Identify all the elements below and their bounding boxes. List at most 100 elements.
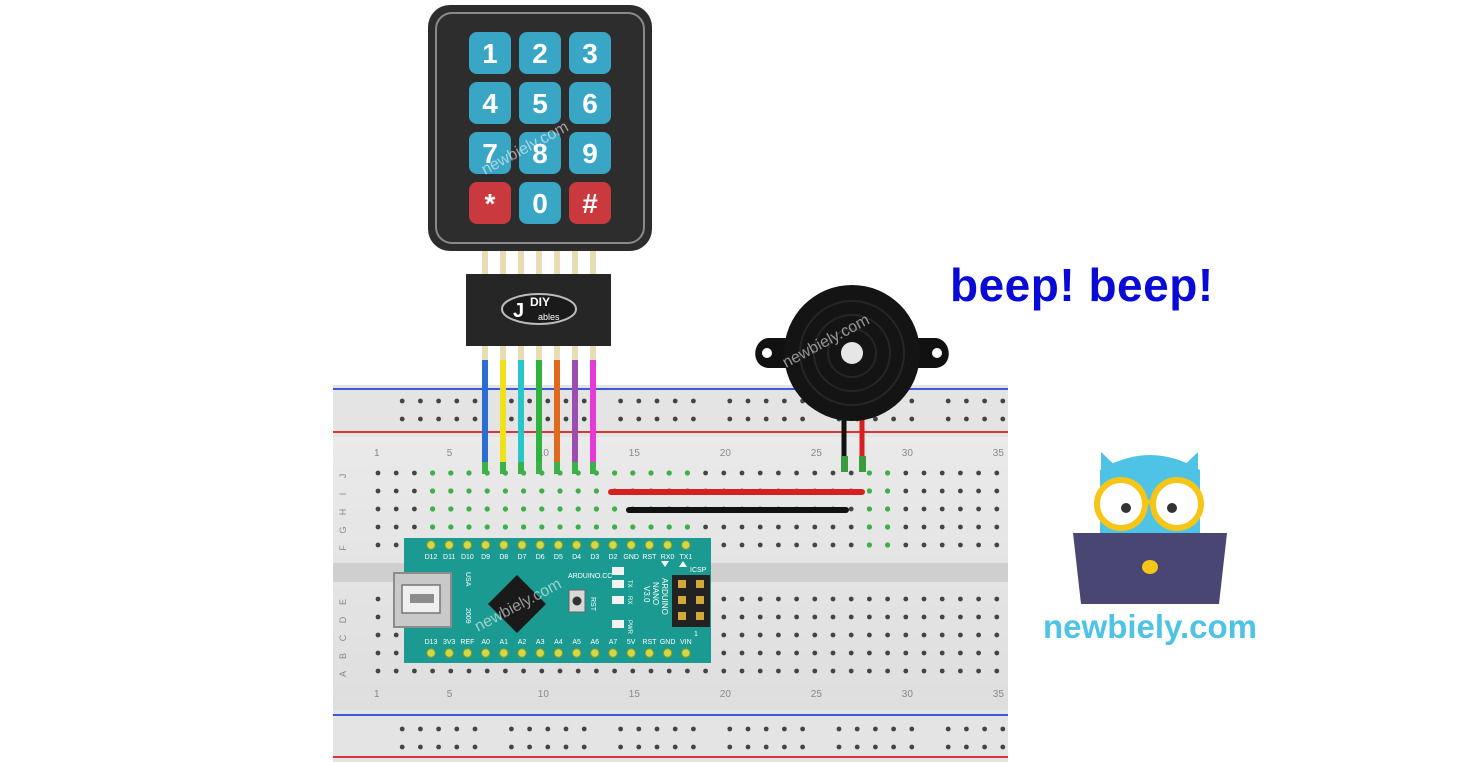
active-hole (885, 542, 891, 548)
key-star[interactable] (469, 182, 511, 224)
breadboard-hole (976, 614, 981, 620)
rail-hole (782, 726, 787, 732)
wire-pin (518, 462, 524, 474)
breadboard-hole (703, 668, 708, 674)
breadboard-hole (958, 596, 963, 602)
breadboard-hole (921, 614, 927, 620)
icsp-header-body (672, 575, 710, 627)
active-hole (885, 470, 891, 476)
pin-label-top: D2 (609, 554, 618, 561)
reset-button-cap[interactable] (572, 596, 582, 606)
key-8[interactable] (519, 132, 561, 174)
key-label: 2 (532, 38, 548, 69)
key-4[interactable] (469, 82, 511, 124)
owl-eye-right (1167, 503, 1177, 513)
rail-hole (509, 726, 514, 732)
rail-hole (691, 726, 696, 732)
breadboard-hole (903, 488, 909, 494)
breadboard-hole (393, 506, 399, 512)
rail-hole (945, 744, 951, 750)
breadboard-hole (776, 632, 781, 638)
breadboard-hole (630, 668, 636, 674)
wire-pin (500, 462, 506, 474)
arduino-board (404, 538, 711, 663)
key-5[interactable] (519, 82, 561, 124)
rst-label: RST (589, 597, 596, 612)
breadboard-hole (703, 524, 708, 530)
pin-label-bottom: A5 (572, 639, 581, 646)
rail-hole (527, 726, 532, 732)
row-letter: D (338, 616, 348, 623)
key-3[interactable] (569, 32, 611, 74)
ribbon-pin (482, 345, 488, 361)
rail-hole (782, 398, 787, 404)
row-letter: E (338, 599, 348, 605)
rail-hole (982, 398, 987, 404)
rail-hole (836, 726, 842, 732)
breadboard-hole (375, 632, 381, 638)
key-hash[interactable] (569, 182, 611, 224)
breadboard-hole (994, 470, 1000, 476)
rail-hole (800, 726, 805, 732)
breadboard-hole (812, 668, 818, 674)
arduino-pin-bottom (571, 648, 582, 658)
row-letter: B (338, 653, 348, 659)
rail-hole (527, 416, 532, 422)
breadboard-hole (375, 614, 381, 620)
active-hole (885, 524, 891, 530)
key-2[interactable] (519, 32, 561, 74)
rail-hole (581, 416, 587, 422)
key-6[interactable] (569, 82, 611, 124)
breadboard-hole (939, 596, 945, 602)
arduino-pin-bottom (535, 648, 545, 658)
breadboard-hole (867, 596, 872, 602)
breadboard-hole (794, 524, 799, 530)
breadboard-hole (539, 668, 545, 674)
breadboard-hole (958, 650, 963, 656)
arduino-pin-bottom (662, 648, 673, 658)
breadboard-hole (885, 650, 890, 656)
breadboard-hole (757, 668, 763, 674)
breadboard-hole (848, 506, 854, 512)
keypad-inner-border (435, 12, 645, 244)
breadboard-hole (885, 596, 890, 602)
rail-hole (454, 744, 460, 750)
breadboard-hole (812, 524, 818, 530)
key-label: 6 (582, 88, 598, 119)
rail-hole (727, 416, 733, 422)
active-hole (630, 470, 636, 476)
active-hole (666, 470, 672, 476)
breadboard-hole (830, 524, 836, 530)
arduino-pin-headers (426, 540, 691, 658)
key-1[interactable] (469, 32, 511, 74)
rail-hole (672, 416, 678, 422)
pin-label-top: D11 (443, 554, 455, 561)
breadboard-hole (776, 668, 781, 674)
breadboard-hole (393, 470, 399, 476)
key-0[interactable] (519, 182, 561, 224)
diyables-logo-mark: J (513, 300, 524, 322)
key-7[interactable] (469, 132, 511, 174)
key-9[interactable] (569, 132, 611, 174)
breadboard-hole (739, 470, 745, 476)
breadboard-hole (575, 668, 581, 674)
rail-hole (399, 744, 405, 750)
active-hole (648, 470, 654, 476)
ribbon-pin (590, 345, 596, 361)
breadboard-hole (939, 506, 945, 512)
column-number-bottom: 1 (374, 689, 380, 700)
breadboard-hole (557, 668, 563, 674)
breadboard-hole (466, 668, 472, 674)
pin-label-bottom: VIN (680, 639, 692, 646)
pin-label-bottom: A4 (554, 639, 563, 646)
breadboard-hole (812, 632, 818, 638)
breadboard-hole (939, 668, 945, 674)
breadboard-hole (939, 632, 945, 638)
breadboard-hole (939, 488, 945, 494)
breadboard-hole (958, 614, 963, 620)
active-hole (448, 524, 454, 530)
